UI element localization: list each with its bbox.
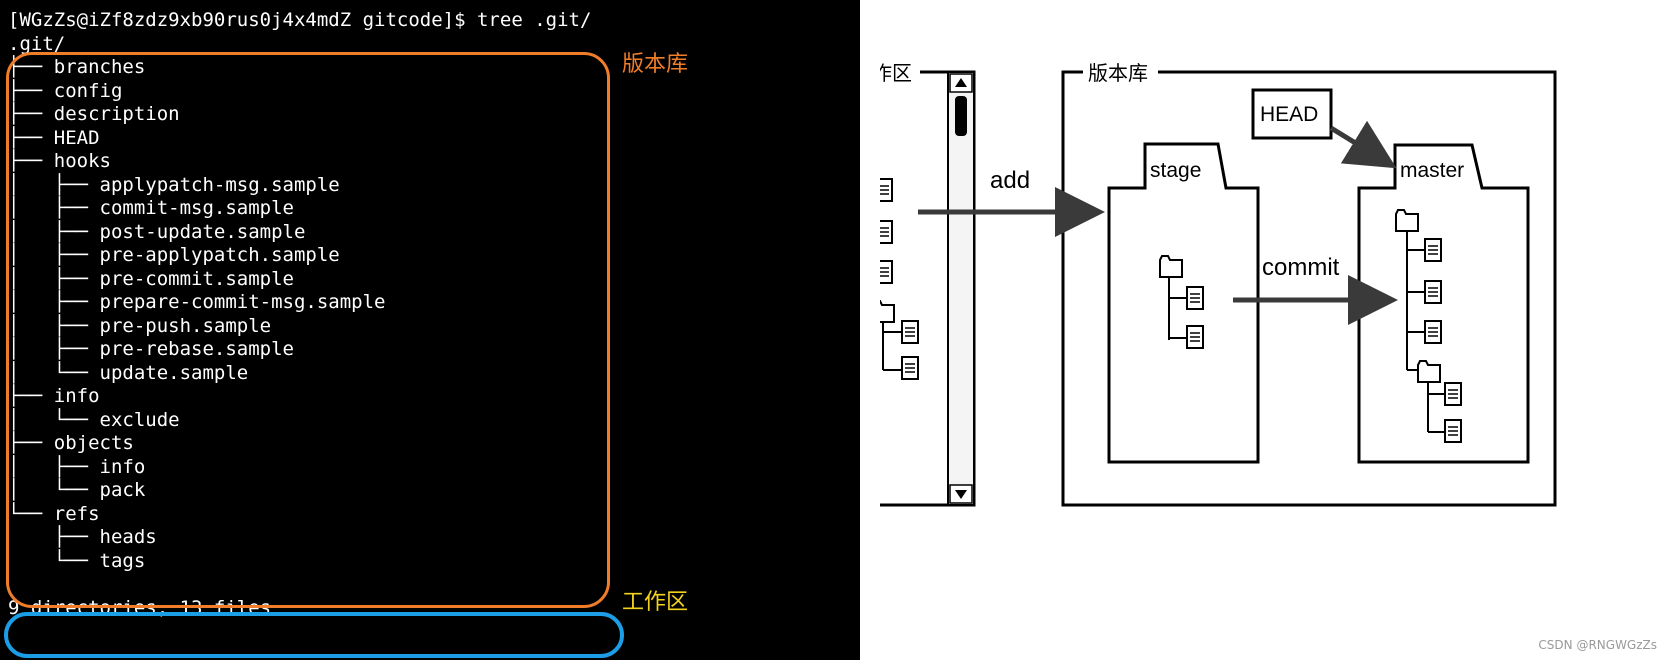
terminal-line: [WGzZs@iZf8zdz9xb90rus0j4x4mdZ gitcode]$… bbox=[8, 9, 592, 31]
master-label: master bbox=[1400, 159, 1464, 182]
stage-area: stage bbox=[1107, 142, 1260, 464]
repository-label: 版本库 bbox=[1088, 62, 1148, 85]
head-pointer: HEAD bbox=[1251, 88, 1397, 169]
head-label: HEAD bbox=[1260, 103, 1318, 126]
terminal-line: ├── description bbox=[8, 103, 180, 125]
add-arrow: add bbox=[918, 167, 1105, 237]
terminal-line: ├── hooks bbox=[8, 150, 111, 172]
terminal-line: │ └── update.sample bbox=[8, 361, 249, 384]
terminal-window: [WGzZs@iZf8zdz9xb90rus0j4x4mdZ gitcode]$… bbox=[0, 0, 860, 660]
terminal-line: ├── info bbox=[8, 385, 100, 407]
repo-highlight-box bbox=[6, 52, 610, 608]
terminal-line: │ └── exclude bbox=[8, 408, 180, 431]
workspace-label: 工作区 bbox=[880, 62, 912, 85]
terminal-line: │ └── pack bbox=[8, 479, 146, 501]
terminal-line: │ ├── pre-rebase.sample bbox=[8, 338, 294, 360]
terminal-line: ├── objects bbox=[8, 432, 134, 454]
annotation-repo: 版本库 bbox=[622, 52, 689, 77]
terminal-line: ├── HEAD bbox=[8, 126, 100, 149]
terminal-line: │ ├── pre-applypatch.sample bbox=[8, 244, 340, 266]
repository-panel: 版本库 stage master bbox=[1061, 60, 1557, 507]
terminal-line: │ ├── info bbox=[8, 455, 146, 478]
master-branch: master bbox=[1357, 143, 1530, 464]
terminal-line: ├── heads bbox=[8, 526, 157, 548]
annotation-workdir: 工作区 bbox=[622, 590, 689, 615]
add-label: add bbox=[990, 167, 1030, 194]
terminal-line: │ ├── prepare-commit-msg.sample bbox=[8, 291, 386, 313]
terminal-line: │ ├── pre-push.sample bbox=[8, 314, 272, 337]
workspace-panel: 工作区 bbox=[880, 60, 976, 507]
workdir-highlight-box bbox=[4, 612, 624, 658]
commit-arrow: commit bbox=[1233, 254, 1398, 325]
terminal-line: │ ├── post-update.sample bbox=[8, 220, 306, 243]
terminal-line: │ ├── pre-commit.sample bbox=[8, 267, 294, 290]
commit-label: commit bbox=[1262, 254, 1340, 281]
git-concept-diagram: 工作区 版本库 stage bbox=[880, 60, 1557, 507]
terminal-line: └── tags bbox=[8, 549, 146, 572]
terminal-line: ├── config bbox=[8, 79, 123, 102]
stage-label: stage bbox=[1150, 159, 1201, 182]
terminal-line: │ ├── commit-msg.sample bbox=[8, 197, 294, 219]
terminal-line: .git/ bbox=[8, 32, 66, 55]
watermark: CSDN @RNGWGzZs bbox=[1538, 638, 1657, 652]
terminal-line: └── refs bbox=[8, 502, 100, 525]
terminal-line: │ ├── applypatch-msg.sample bbox=[8, 173, 340, 196]
